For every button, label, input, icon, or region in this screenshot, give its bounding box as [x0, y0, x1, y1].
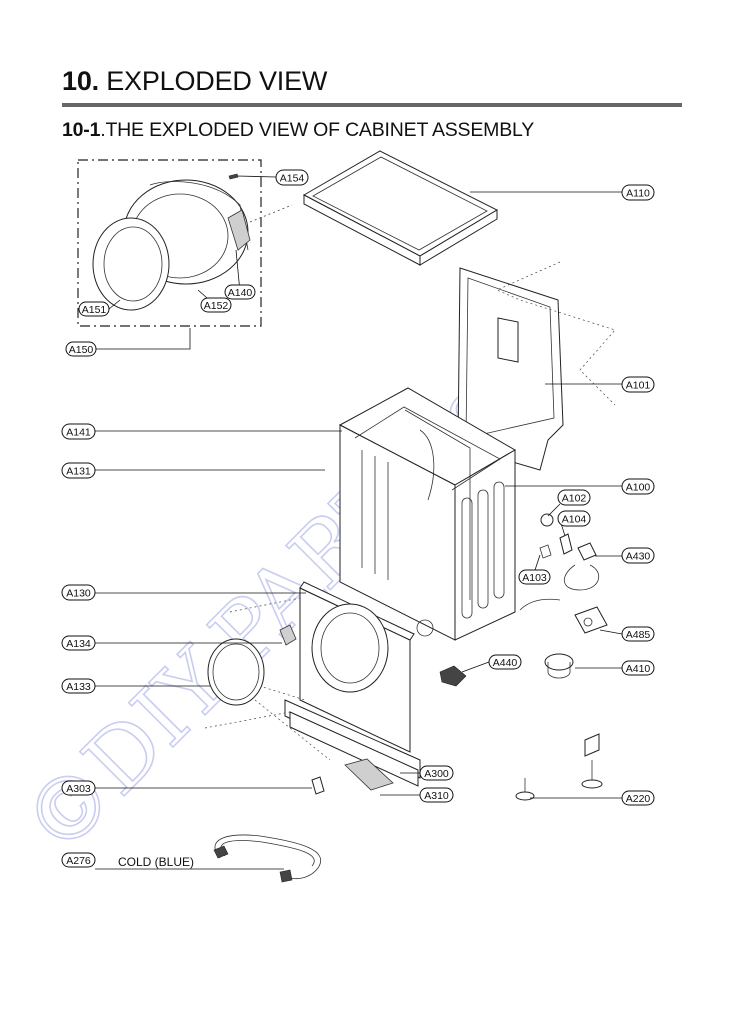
- subsection-number: 10-1: [62, 119, 101, 141]
- svg-text:A134: A134: [66, 638, 91, 650]
- svg-text:A133: A133: [66, 681, 91, 693]
- small-parts: [311, 513, 608, 801]
- callout-A151: A151: [78, 301, 110, 317]
- callout-A110: A110: [621, 184, 655, 201]
- callout-A131: A131: [61, 462, 96, 479]
- svg-text:A152: A152: [204, 300, 229, 312]
- svg-text:A430: A430: [626, 551, 651, 563]
- callout-A410: A410: [621, 660, 655, 676]
- svg-text:A101: A101: [626, 380, 651, 392]
- callout-A220: A220: [621, 790, 655, 806]
- svg-text:A310: A310: [424, 790, 449, 802]
- svg-text:A103: A103: [522, 572, 547, 584]
- svg-text:A276: A276: [66, 855, 91, 867]
- top-plate: [302, 150, 499, 266]
- callout-A100: A100: [621, 478, 655, 495]
- callout-A130: A130: [61, 584, 96, 601]
- callout-A141: A141: [61, 423, 96, 440]
- lower-panel: [204, 699, 421, 791]
- gasket-ring: [207, 624, 297, 706]
- hose-note: COLD (BLUE): [118, 855, 194, 869]
- section-number: 10.: [62, 66, 99, 96]
- leader-lines: [95, 175, 623, 870]
- callout-A485: A485: [621, 626, 655, 642]
- svg-text:A110: A110: [626, 188, 650, 200]
- svg-text:A104: A104: [562, 514, 587, 526]
- svg-text:A140: A140: [228, 287, 253, 299]
- inlet-hose: [213, 834, 321, 883]
- door-assembly-inset: [77, 159, 293, 327]
- heading-rule: [62, 103, 682, 107]
- callout-A150: A150: [65, 341, 97, 357]
- front-panel: [229, 581, 415, 753]
- callout-A276: A276: [61, 852, 96, 868]
- callout-A154: A154: [275, 169, 309, 186]
- svg-text:A440: A440: [493, 657, 518, 669]
- callout-A101: A101: [621, 376, 655, 393]
- callout-A103: A103: [518, 569, 551, 585]
- callout-A134: A134: [61, 635, 96, 651]
- section-title: EXPLODED VIEW: [98, 66, 328, 96]
- callout-A430: A430: [621, 547, 655, 564]
- callout-A300: A300: [419, 765, 454, 781]
- svg-text:A150: A150: [69, 344, 94, 356]
- svg-text:A154: A154: [280, 173, 305, 185]
- callout-A140: A140: [224, 284, 256, 300]
- svg-text:A410: A410: [626, 663, 651, 675]
- section-heading: 10. EXPLODED VIEW: [62, 66, 327, 97]
- callout-A440: A440: [488, 654, 522, 670]
- callout-A104: A104: [557, 510, 591, 527]
- svg-text:A300: A300: [424, 768, 449, 780]
- svg-text:A141: A141: [66, 427, 91, 439]
- back-panel: [457, 261, 616, 471]
- svg-text:A100: A100: [626, 482, 651, 494]
- svg-text:A220: A220: [626, 793, 651, 805]
- svg-text:A102: A102: [562, 493, 587, 505]
- svg-text:A130: A130: [66, 588, 91, 600]
- svg-text:A303: A303: [66, 783, 91, 795]
- cabinet: [338, 387, 516, 641]
- svg-text:A151: A151: [82, 304, 107, 316]
- callout-A102: A102: [557, 489, 591, 506]
- callout-A310: A310: [419, 787, 454, 803]
- callout-A303: A303: [61, 780, 96, 796]
- subsection-title: .THE EXPLODED VIEW OF CABINET ASSEMBLY: [100, 119, 535, 141]
- callout-A133: A133: [61, 678, 96, 694]
- svg-text:A131: A131: [66, 466, 91, 478]
- callout-A152: A152: [200, 297, 232, 313]
- svg-text:A485: A485: [626, 629, 651, 641]
- subsection-heading: 10-1.THE EXPLODED VIEW OF CABINET ASSEMB…: [62, 119, 534, 142]
